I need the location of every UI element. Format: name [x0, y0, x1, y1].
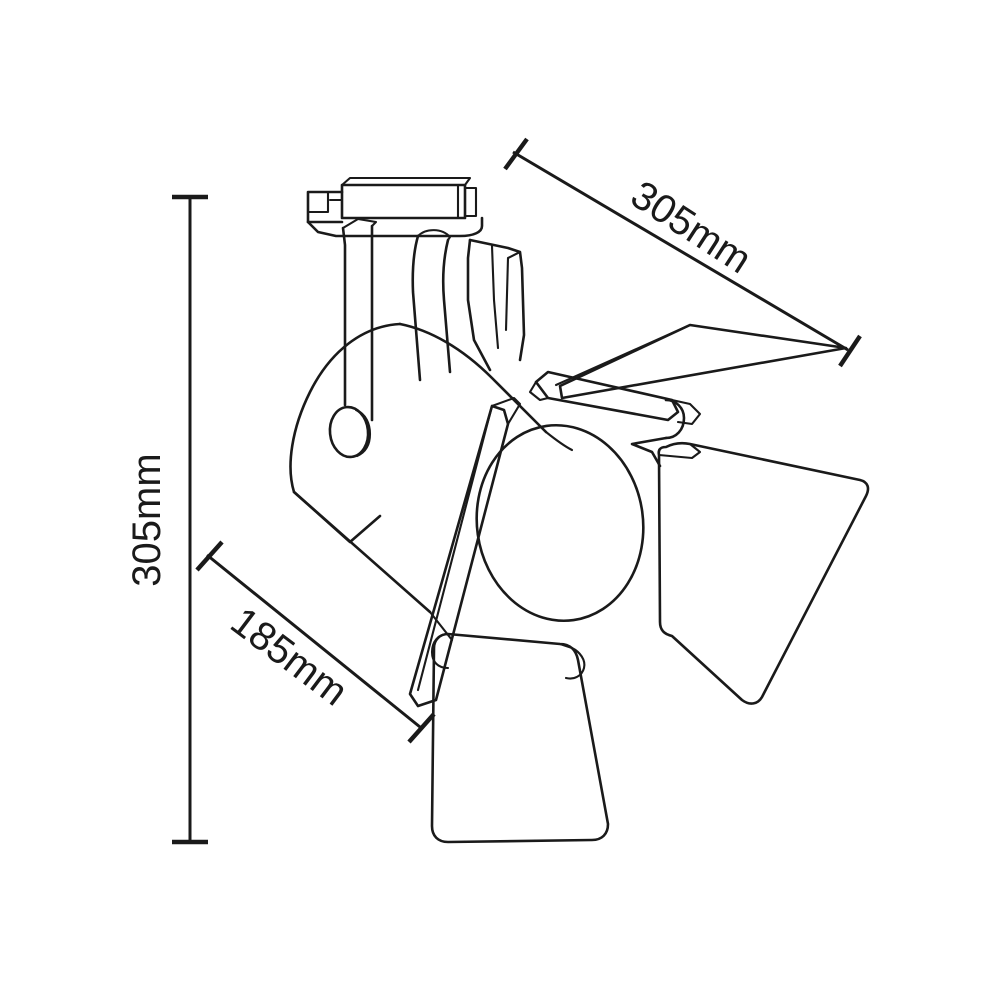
barn-door-top-edge: [554, 323, 692, 387]
lamp-body-front-rim: [544, 430, 574, 452]
barn-door-hinge-assembly: [528, 370, 702, 468]
dimension-width-line: [206, 553, 421, 729]
barn-door-bottom-hinge-right: [558, 642, 586, 680]
barn-door-right-panel: [657, 441, 870, 705]
barn-door-left-fold: [416, 404, 494, 692]
barn-door-right: [657, 441, 870, 705]
dimension-height-305mm: 305mm: [125, 194, 208, 845]
hinge-lower-tab: [630, 436, 668, 468]
dimension-width-185mm: 185mm: [195, 540, 436, 744]
dimension-depth-305mm: 305mm: [503, 137, 862, 368]
dimension-height-label: 305mm: [125, 453, 169, 586]
hinge-knuckle: [664, 398, 686, 440]
track-adapter-underside: [306, 216, 484, 238]
mounting-yoke: [328, 217, 526, 459]
dimension-width-cap-start: [195, 540, 224, 572]
yoke-right-arm-inner: [441, 238, 452, 374]
dimension-width-cap-end: [407, 712, 436, 744]
lens: [475, 423, 645, 623]
barn-door-top: [554, 323, 848, 400]
dimension-width-label: 185mm: [223, 599, 356, 714]
track-adapter-right-cap: [463, 186, 478, 218]
yoke-left-arm-top: [341, 217, 378, 230]
track-adapter-left-tab: [306, 190, 344, 224]
lens-ellipse: [475, 423, 645, 623]
barn-door-right-hinge-tab: [657, 442, 702, 460]
barn-door-bottom-hinge-left: [430, 632, 450, 670]
dimension-depth-cap-end: [838, 334, 862, 368]
tilt-knob-side: [354, 408, 372, 458]
lamp-body-top-shoulder: [398, 322, 548, 434]
dimension-depth-line: [512, 150, 849, 352]
track-adapter: [306, 176, 484, 238]
lamp-body: [289, 322, 574, 642]
yoke-right-arm-top: [416, 229, 452, 242]
barn-door-left-hinge-tab: [490, 396, 522, 426]
hinge-left-end: [528, 380, 550, 402]
yoke-rear-plate-fold: [490, 244, 500, 350]
barn-door-bottom: [430, 632, 610, 844]
hinge-upper-link: [534, 370, 680, 422]
track-adapter-body: [340, 183, 467, 220]
yoke-rear-plate-edge: [504, 250, 522, 332]
tilt-knob: [328, 405, 370, 459]
hinge-right-end: [670, 398, 702, 426]
yoke-right-arm-outer: [411, 234, 422, 382]
barn-door-bottom-panel: [430, 632, 610, 844]
track-adapter-left-tab-notch: [306, 190, 330, 214]
barn-door-left-panel: [408, 404, 510, 708]
yoke-rear-plate-left: [466, 238, 492, 372]
dimension-depth-cap-start: [503, 137, 529, 171]
lamp-body-lower-edge: [292, 490, 432, 614]
yoke-left-arm-outer: [341, 226, 347, 407]
yoke-rear-plate-right: [468, 238, 526, 362]
barn-door-left: [408, 396, 522, 708]
track-adapter-top-rail: [340, 176, 472, 187]
barn-door-top-panel: [558, 323, 848, 400]
lamp-body-outer-shell: [289, 322, 402, 544]
